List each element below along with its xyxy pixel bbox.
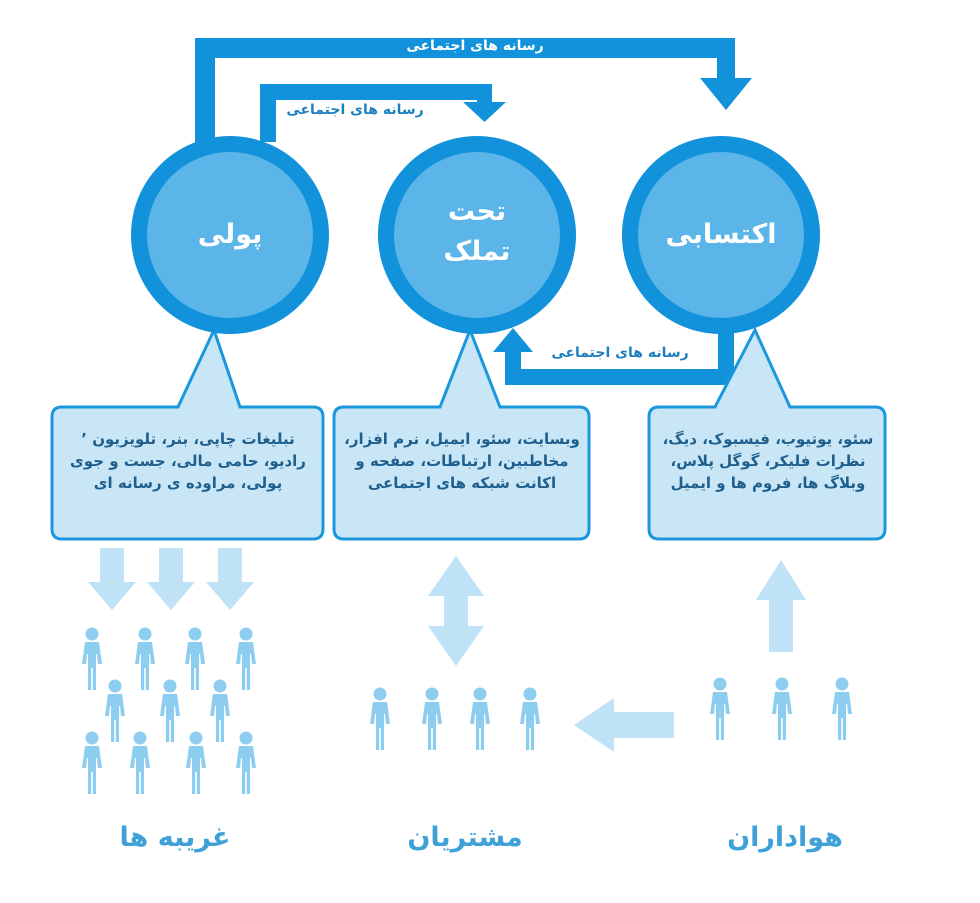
- label-customers: مشتریان: [407, 822, 523, 853]
- box-text-paid: تبلیغات چاپی، بنر، تلویزیون ٬ رادیو، حام…: [70, 430, 306, 492]
- middle-flow-arrow: [260, 84, 506, 142]
- box-paid: [50, 325, 325, 541]
- label-fans: هواداران: [727, 822, 843, 853]
- box-earned: [647, 326, 887, 541]
- flow-label-top: رسانه های اجتماعی: [406, 38, 544, 54]
- owned-double-arrow: [428, 556, 484, 666]
- box-owned: [332, 325, 591, 541]
- earned-up-arrow: [756, 560, 806, 652]
- circle-label-paid: پولی: [197, 219, 263, 250]
- lower-flow-arrow: [493, 325, 734, 385]
- top-flow-arrow: [195, 38, 752, 148]
- box-text-earned: سئو، یوتیوب، فیسبوک، دیگ، نظرات فلیکر، گ…: [662, 430, 874, 492]
- flow-label-middle: رسانه های اجتماعی: [286, 102, 424, 118]
- label-strangers: غریبه ها: [119, 822, 231, 853]
- strangers-people: [82, 627, 256, 794]
- circle-label-owned: تحت تملک: [443, 196, 511, 267]
- flow-label-lower: رسانه های اجتماعی: [551, 345, 689, 361]
- fans-to-customers-arrow: [574, 698, 674, 752]
- customers-people: [370, 687, 540, 750]
- fans-people: [710, 677, 852, 740]
- circle-label-earned: اکتسابی: [665, 219, 777, 250]
- circle-paid: [131, 136, 329, 334]
- box-text-owned: وبسایت، سئو، ایمیل، نرم افزار، مخاطبین، …: [344, 430, 580, 492]
- paid-down-arrows: [88, 548, 254, 610]
- circle-earned: [622, 136, 820, 334]
- circle-owned: [378, 136, 576, 334]
